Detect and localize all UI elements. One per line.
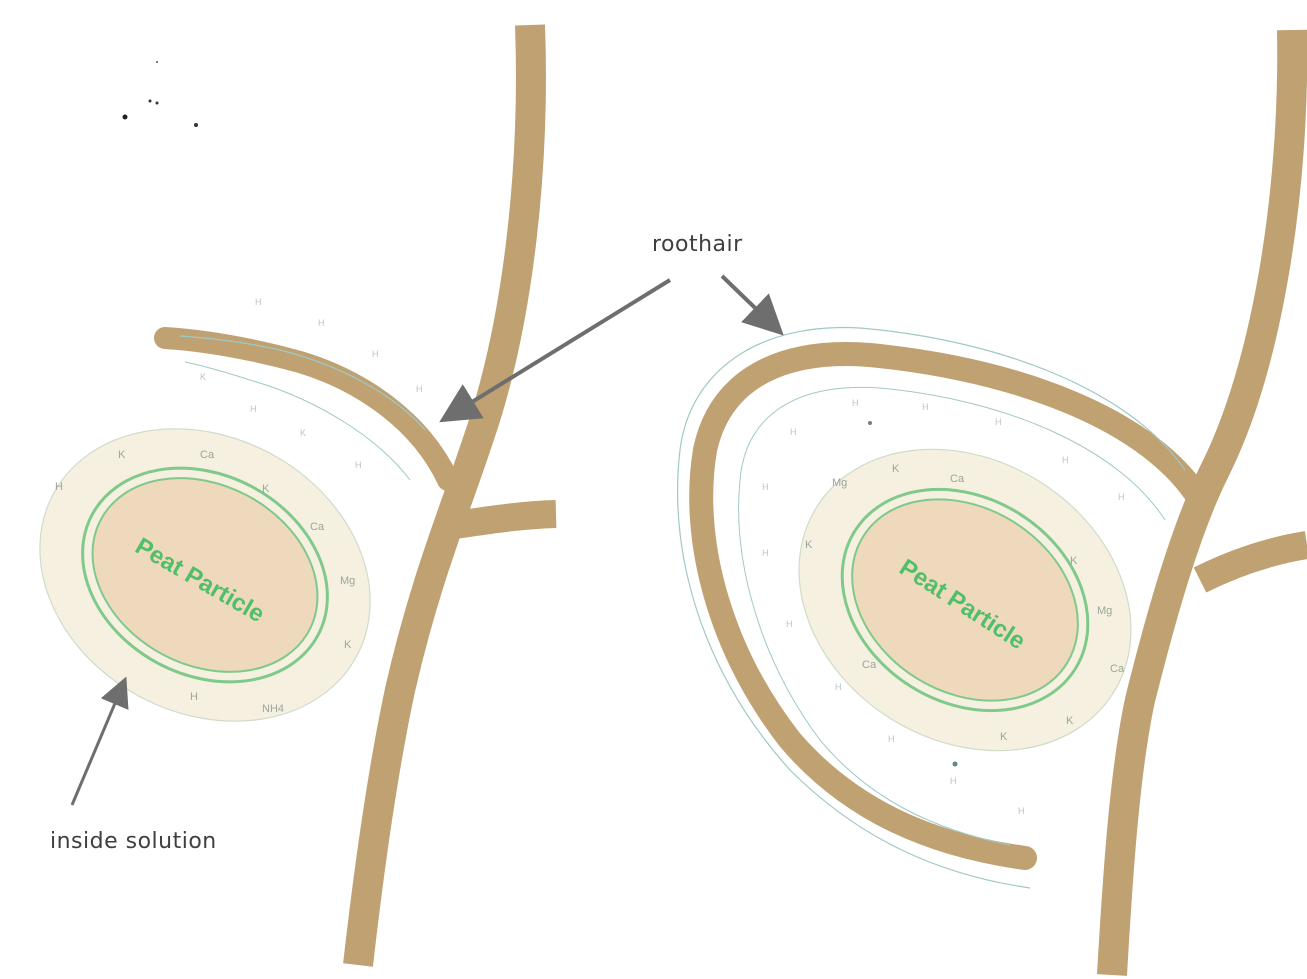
svg-text:H: H: [416, 384, 423, 394]
svg-text:K: K: [200, 372, 206, 382]
svg-text:H: H: [995, 417, 1002, 427]
svg-text:H: H: [55, 481, 63, 493]
svg-text:Ca: Ca: [200, 449, 215, 461]
svg-text:Ca: Ca: [310, 521, 325, 533]
left-side-branch: [455, 514, 556, 525]
svg-text:H: H: [255, 297, 262, 307]
arrow-to-inside-solution: [72, 682, 124, 805]
roothair-label: roothair: [652, 232, 743, 257]
svg-text:H: H: [922, 402, 929, 412]
svg-text:K: K: [262, 483, 270, 495]
svg-text:H: H: [318, 318, 325, 328]
left-main-root: [358, 25, 531, 965]
right-side-branch: [1200, 545, 1307, 580]
svg-text:H: H: [950, 776, 957, 786]
arrow-to-right-root-hair: [722, 276, 778, 330]
svg-text:K: K: [300, 428, 306, 438]
svg-text:H: H: [190, 691, 198, 703]
svg-text:H: H: [790, 427, 797, 437]
svg-text:K: K: [805, 539, 813, 551]
svg-text:H: H: [1118, 492, 1125, 502]
svg-text:Mg: Mg: [1097, 605, 1112, 617]
svg-text:K: K: [1070, 555, 1078, 567]
svg-text:H: H: [1018, 806, 1025, 816]
svg-text:H: H: [762, 548, 769, 558]
svg-text:H: H: [852, 398, 859, 408]
svg-text:K: K: [892, 463, 900, 475]
svg-text:K: K: [1066, 715, 1074, 727]
svg-text:H: H: [372, 349, 379, 359]
svg-text:H: H: [250, 404, 257, 414]
svg-text:H: H: [355, 460, 362, 470]
svg-text:K: K: [1000, 731, 1008, 743]
svg-text:NH4: NH4: [262, 703, 284, 715]
svg-text:Ca: Ca: [862, 659, 877, 671]
svg-text:K: K: [344, 639, 352, 651]
specks: [123, 61, 199, 127]
svg-text:Ca: Ca: [1110, 663, 1125, 675]
svg-text:H: H: [762, 482, 769, 492]
inside-solution-label: inside solution: [50, 829, 217, 854]
arrow-to-left-root-hair: [446, 280, 670, 418]
svg-text:H: H: [786, 619, 793, 629]
svg-text:Mg: Mg: [832, 477, 847, 489]
svg-text:H: H: [835, 682, 842, 692]
svg-text:H: H: [888, 734, 895, 744]
svg-text:K: K: [118, 449, 126, 461]
svg-text:H: H: [1062, 455, 1069, 465]
svg-text:Ca: Ca: [950, 473, 965, 485]
svg-text:Mg: Mg: [340, 575, 355, 587]
